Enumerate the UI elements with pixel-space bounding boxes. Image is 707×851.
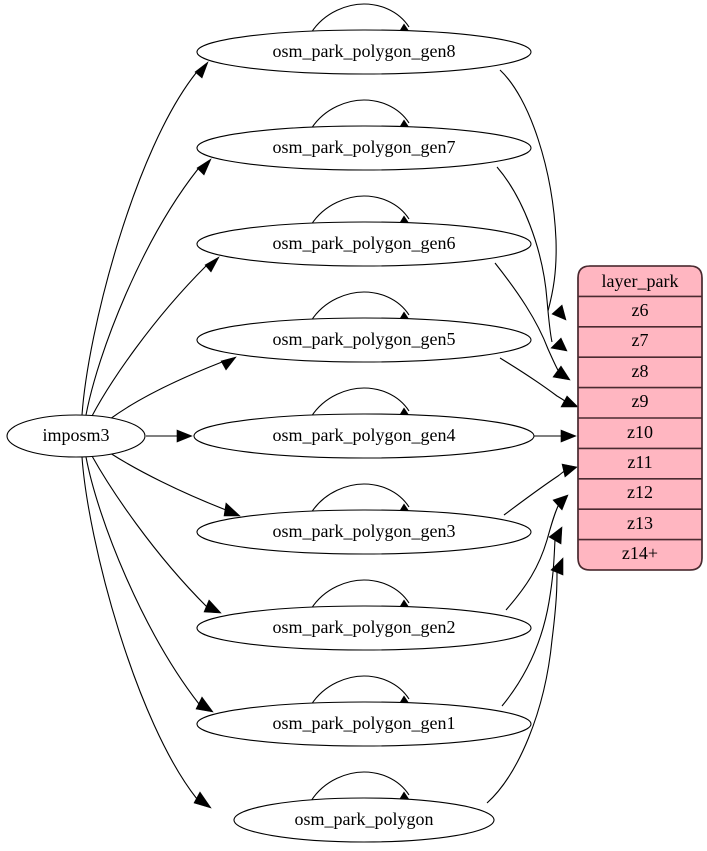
node-osm-park-polygon-gen4[interactable]: osm_park_polygon_gen4 bbox=[193, 413, 535, 459]
edge-gen4-to-z10 bbox=[534, 429, 577, 443]
edge-imposm3-to-gen3 bbox=[109, 452, 241, 517]
node-osm-park-polygon-gen8[interactable]: osm_park_polygon_gen8 bbox=[196, 29, 532, 75]
node-osm-park-polygon-gen3[interactable]: osm_park_polygon_gen3 bbox=[196, 509, 532, 555]
node-osm-park-polygon-gen6[interactable]: osm_park_polygon_gen6 bbox=[196, 221, 532, 267]
table-row-z14plus[interactable]: z14+ bbox=[622, 543, 658, 563]
table-row-z11[interactable]: z11 bbox=[627, 452, 652, 472]
table-row-z10[interactable]: z10 bbox=[627, 422, 653, 442]
node-gen5-label: osm_park_polygon_gen5 bbox=[273, 329, 456, 349]
table-row-z8[interactable]: z8 bbox=[632, 361, 649, 381]
table-row-z9-label: z9 bbox=[632, 391, 649, 411]
edge-imposm3-to-gen8 bbox=[81, 61, 209, 416]
table-header-layer-park: layer_park bbox=[602, 271, 679, 291]
table-row-z7-label: z7 bbox=[632, 330, 649, 350]
table-row-z12-label: z12 bbox=[627, 482, 653, 502]
edge-imposm3-to-gen6 bbox=[91, 256, 220, 417]
table-row-z6[interactable]: z6 bbox=[632, 300, 649, 320]
node-imposm3-label: imposm3 bbox=[42, 425, 109, 445]
table-row-z13-label: z13 bbox=[627, 513, 653, 533]
node-gen8-label: osm_park_polygon_gen8 bbox=[273, 41, 456, 61]
node-osm-park-polygon-gen7[interactable]: osm_park_polygon_gen7 bbox=[196, 125, 532, 171]
node-imposm3[interactable]: imposm3 bbox=[6, 414, 146, 458]
table-row-z7[interactable]: z7 bbox=[632, 330, 649, 350]
table-row-z8-label: z8 bbox=[632, 361, 649, 381]
layer-park-table[interactable]: layer_park z6 z7 z8 z9 bbox=[577, 265, 703, 571]
edge-imposm3-to-gen5 bbox=[109, 356, 237, 420]
node-gen3-label: osm_park_polygon_gen3 bbox=[273, 521, 456, 541]
edge-gen1-to-z13 bbox=[501, 526, 563, 707]
node-gen2-label: osm_park_polygon_gen2 bbox=[273, 617, 456, 637]
edge-gen2-to-z12 bbox=[505, 494, 569, 611]
table-row-z11-label: z11 bbox=[627, 452, 652, 472]
table-header-label: layer_park bbox=[602, 271, 679, 291]
edges-from-imposm3 bbox=[81, 61, 241, 809]
table-row-z13[interactable]: z13 bbox=[627, 513, 653, 533]
node-gen6-label: osm_park_polygon_gen6 bbox=[273, 233, 456, 253]
edge-imposm3-to-gen1 bbox=[85, 456, 214, 713]
node-osm-park-polygon[interactable]: osm_park_polygon bbox=[233, 797, 495, 843]
edge-gen3-to-z11 bbox=[503, 463, 578, 516]
node-base-label: osm_park_polygon bbox=[295, 809, 434, 829]
table-row-z14plus-label: z14+ bbox=[622, 543, 658, 563]
edge-imposm3-to-gen2 bbox=[91, 455, 222, 614]
edges-to-layer-park bbox=[486, 69, 579, 804]
edge-gen7-to-z7 bbox=[496, 166, 568, 352]
node-gen7-label: osm_park_polygon_gen7 bbox=[273, 137, 456, 157]
node-gen4-label: osm_park_polygon_gen4 bbox=[273, 425, 456, 445]
table-row-z12[interactable]: z12 bbox=[627, 482, 653, 502]
table-row-z9[interactable]: z9 bbox=[632, 391, 649, 411]
edge-imposm3-to-base bbox=[81, 456, 212, 809]
edge-gen8-to-z6 bbox=[499, 69, 567, 321]
table-row-z6-label: z6 bbox=[632, 300, 649, 320]
edge-base-to-z14 bbox=[486, 557, 564, 804]
edge-gen5-to-z9 bbox=[499, 357, 579, 408]
edge-imposm3-to-gen4 bbox=[146, 429, 193, 443]
edge-imposm3-to-gen7 bbox=[85, 158, 212, 416]
self-loops bbox=[310, 3, 415, 808]
node-osm-park-polygon-gen5[interactable]: osm_park_polygon_gen5 bbox=[196, 317, 532, 363]
node-gen1-label: osm_park_polygon_gen1 bbox=[273, 713, 456, 733]
node-osm-park-polygon-gen2[interactable]: osm_park_polygon_gen2 bbox=[196, 605, 532, 651]
edge-gen6-to-z8 bbox=[494, 262, 571, 381]
table-row-z10-label: z10 bbox=[627, 422, 653, 442]
node-osm-park-polygon-gen1[interactable]: osm_park_polygon_gen1 bbox=[196, 701, 532, 747]
